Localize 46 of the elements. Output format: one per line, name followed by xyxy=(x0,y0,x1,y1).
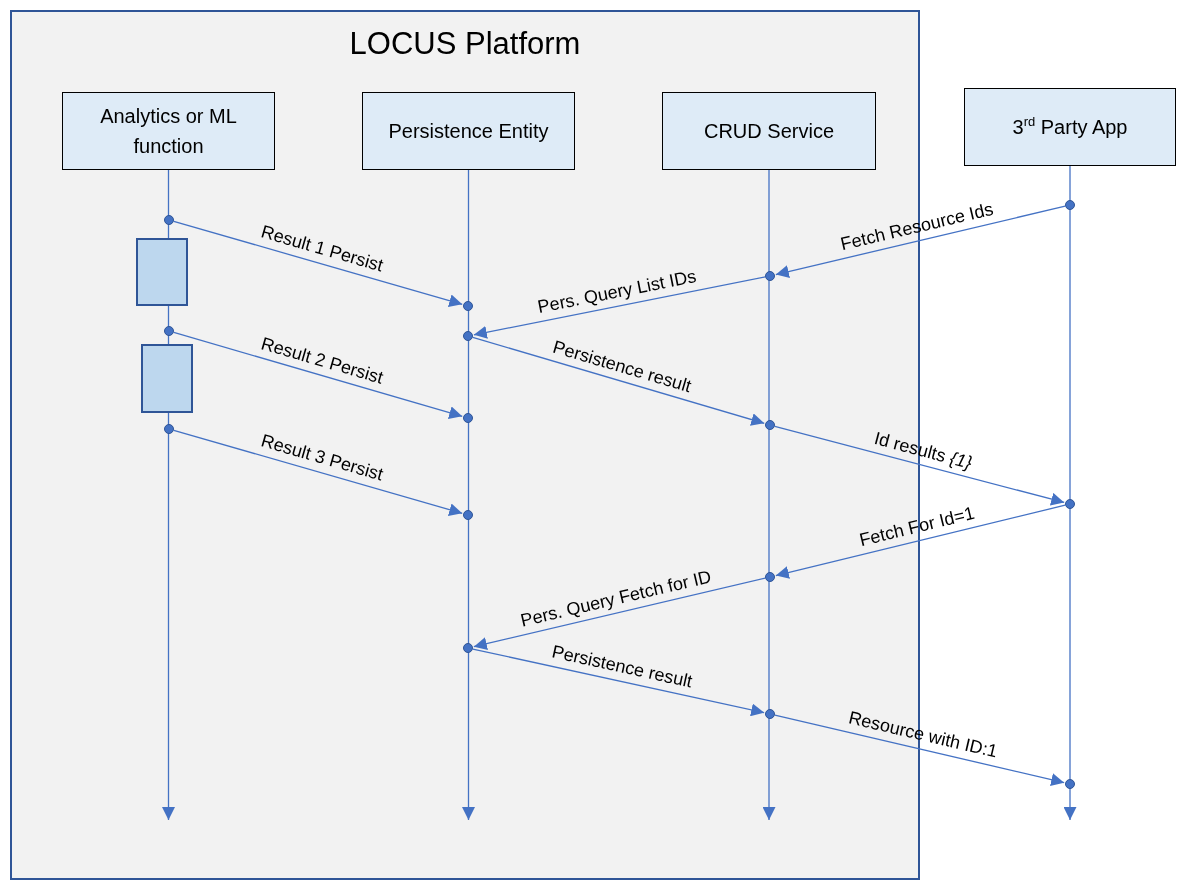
edge-label: Result 2 Persist xyxy=(258,333,386,389)
message-dot xyxy=(463,413,473,423)
message-dot xyxy=(164,326,174,336)
edge-label: Resource with ID:1 xyxy=(846,707,1000,763)
message-arrow xyxy=(775,504,1066,579)
message-dot xyxy=(1065,779,1075,789)
participant-box: Persistence Entity xyxy=(362,92,575,170)
message-dot xyxy=(765,709,775,719)
message-dot xyxy=(1065,499,1075,509)
lifeline-arrow xyxy=(762,169,776,821)
message-dot xyxy=(463,510,473,520)
participant-box: CRUD Service xyxy=(662,92,876,170)
message-dot xyxy=(164,424,174,434)
message-arrow xyxy=(173,331,463,419)
edge-label: Id results {1} xyxy=(872,427,975,474)
message-arrow xyxy=(774,425,1065,506)
message-arrow xyxy=(473,577,766,650)
edge-label: Fetch Resource Ids xyxy=(838,198,996,255)
edge-label: Result 1 Persist xyxy=(258,221,386,277)
edge-label: Pers. Query List IDs xyxy=(535,266,698,319)
message-arrow xyxy=(473,276,766,339)
message-arrow xyxy=(173,220,463,307)
lifeline-arrow xyxy=(1063,165,1077,821)
message-arrow xyxy=(775,205,1066,278)
message-dot xyxy=(765,271,775,281)
activation-bar xyxy=(141,344,193,413)
participant-box: 3$^{rd}$ Party App xyxy=(964,88,1176,166)
lifeline-arrow xyxy=(462,169,475,821)
message-arrow xyxy=(173,429,463,516)
lifeline-arrow xyxy=(162,169,175,821)
message-dot xyxy=(164,215,174,225)
activation-bar xyxy=(136,238,188,306)
message-dot xyxy=(1065,200,1075,210)
message-dot xyxy=(765,572,775,582)
message-dot xyxy=(765,420,775,430)
participant-box: Analytics or ML function xyxy=(62,92,275,170)
message-arrow xyxy=(472,336,765,426)
message-dot xyxy=(463,331,473,341)
edge-label: Result 3 Persist xyxy=(258,430,386,486)
edge-label: Pers. Query Fetch for ID xyxy=(518,566,714,632)
message-dot xyxy=(463,301,473,311)
edge-label: Fetch For Id=1 xyxy=(857,502,977,551)
frame-title: LOCUS Platform xyxy=(348,26,582,62)
message-dot xyxy=(463,643,473,653)
message-arrow xyxy=(774,714,1065,786)
message-arrow xyxy=(472,648,765,717)
